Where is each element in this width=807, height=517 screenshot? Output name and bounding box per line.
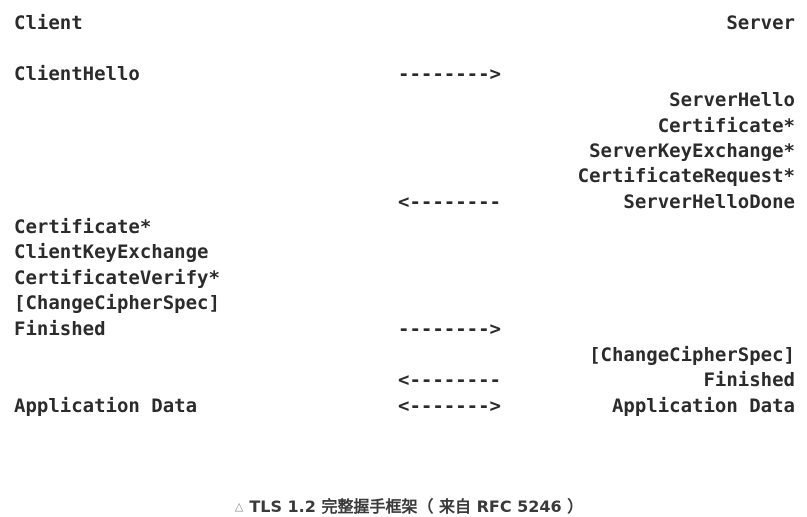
client-hello: ClientHello — [14, 63, 140, 85]
server-hello: ServerHello — [669, 89, 795, 111]
arrow-right-1: --------> — [398, 63, 501, 85]
arrow-bidirectional: <-------> — [398, 395, 501, 417]
server-certificate: Certificate* — [657, 115, 795, 137]
server-header: Server — [726, 12, 795, 34]
arrow-left-2: <-------- — [398, 369, 501, 391]
client-key-exchange: ClientKeyExchange — [14, 241, 209, 263]
triangle-icon: △ — [234, 500, 244, 513]
figure-caption: △ TLS 1.2 完整握手框架（ 来自 RFC 5246 ） — [0, 474, 807, 517]
server-key-exchange: ServerKeyExchange* — [589, 140, 795, 162]
client-certificate: Certificate* — [14, 216, 152, 238]
arrow-right-2: --------> — [398, 318, 501, 340]
certificate-request: CertificateRequest* — [577, 165, 795, 187]
server-application-data: Application Data — [611, 395, 795, 417]
client-header: Client — [14, 12, 83, 34]
client-finished: Finished — [14, 318, 106, 340]
server-hello-done: ServerHelloDone — [623, 191, 795, 213]
tls-handshake-diagram: Client Server ClientHello --------> Serv… — [14, 12, 795, 417]
certificate-verify: CertificateVerify* — [14, 267, 220, 289]
client-application-data: Application Data — [14, 395, 198, 417]
server-change-cipher-spec: [ChangeCipherSpec] — [589, 344, 795, 366]
client-change-cipher-spec: [ChangeCipherSpec] — [14, 292, 220, 314]
server-finished: Finished — [703, 369, 795, 391]
caption-text: TLS 1.2 完整握手框架（ 来自 RFC 5246 ） — [249, 497, 584, 516]
arrow-left-1: <-------- — [398, 191, 501, 213]
